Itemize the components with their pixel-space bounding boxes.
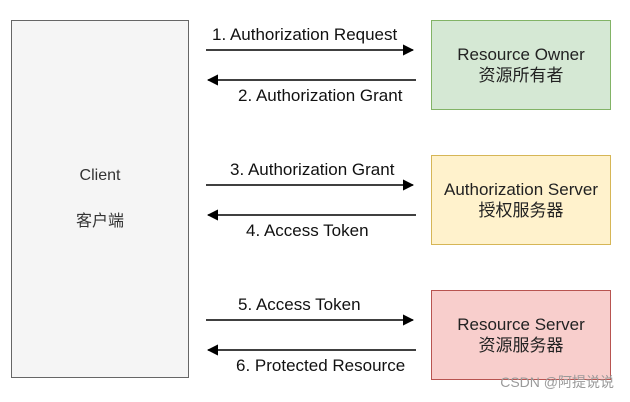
resource-server-title-en: Resource Server: [457, 315, 585, 334]
resource-owner-title-en: Resource Owner: [457, 45, 585, 64]
resource-owner-title-zh: 资源所有者: [478, 66, 564, 85]
watermark: CSDN @阿提说说: [500, 374, 614, 390]
authorization-server-title-en: Authorization Server: [443, 180, 599, 199]
flow-label-1: 1. Authorization Request: [212, 25, 398, 44]
client-label-zh: 客户端: [75, 213, 124, 230]
client-box: Client 客户端: [11, 20, 189, 378]
flow-label-5: 5. Access Token: [238, 295, 361, 314]
authorization-server-title-zh: 授权服务器: [478, 201, 564, 220]
flow-label-2: 2. Authorization Grant: [238, 86, 403, 105]
resource-server-box: Resource Server 资源服务器: [431, 290, 611, 380]
resource-owner-box: Resource Owner 资源所有者: [431, 20, 611, 110]
resource-server-title-zh: 资源服务器: [478, 336, 564, 355]
flow-label-6: 6. Protected Resource: [236, 356, 406, 375]
flow-label-3: 3. Authorization Grant: [230, 160, 395, 179]
authorization-server-box: Authorization Server 授权服务器: [431, 155, 611, 245]
flow-label-4: 4. Access Token: [246, 221, 369, 240]
client-label-en: Client: [79, 167, 121, 184]
